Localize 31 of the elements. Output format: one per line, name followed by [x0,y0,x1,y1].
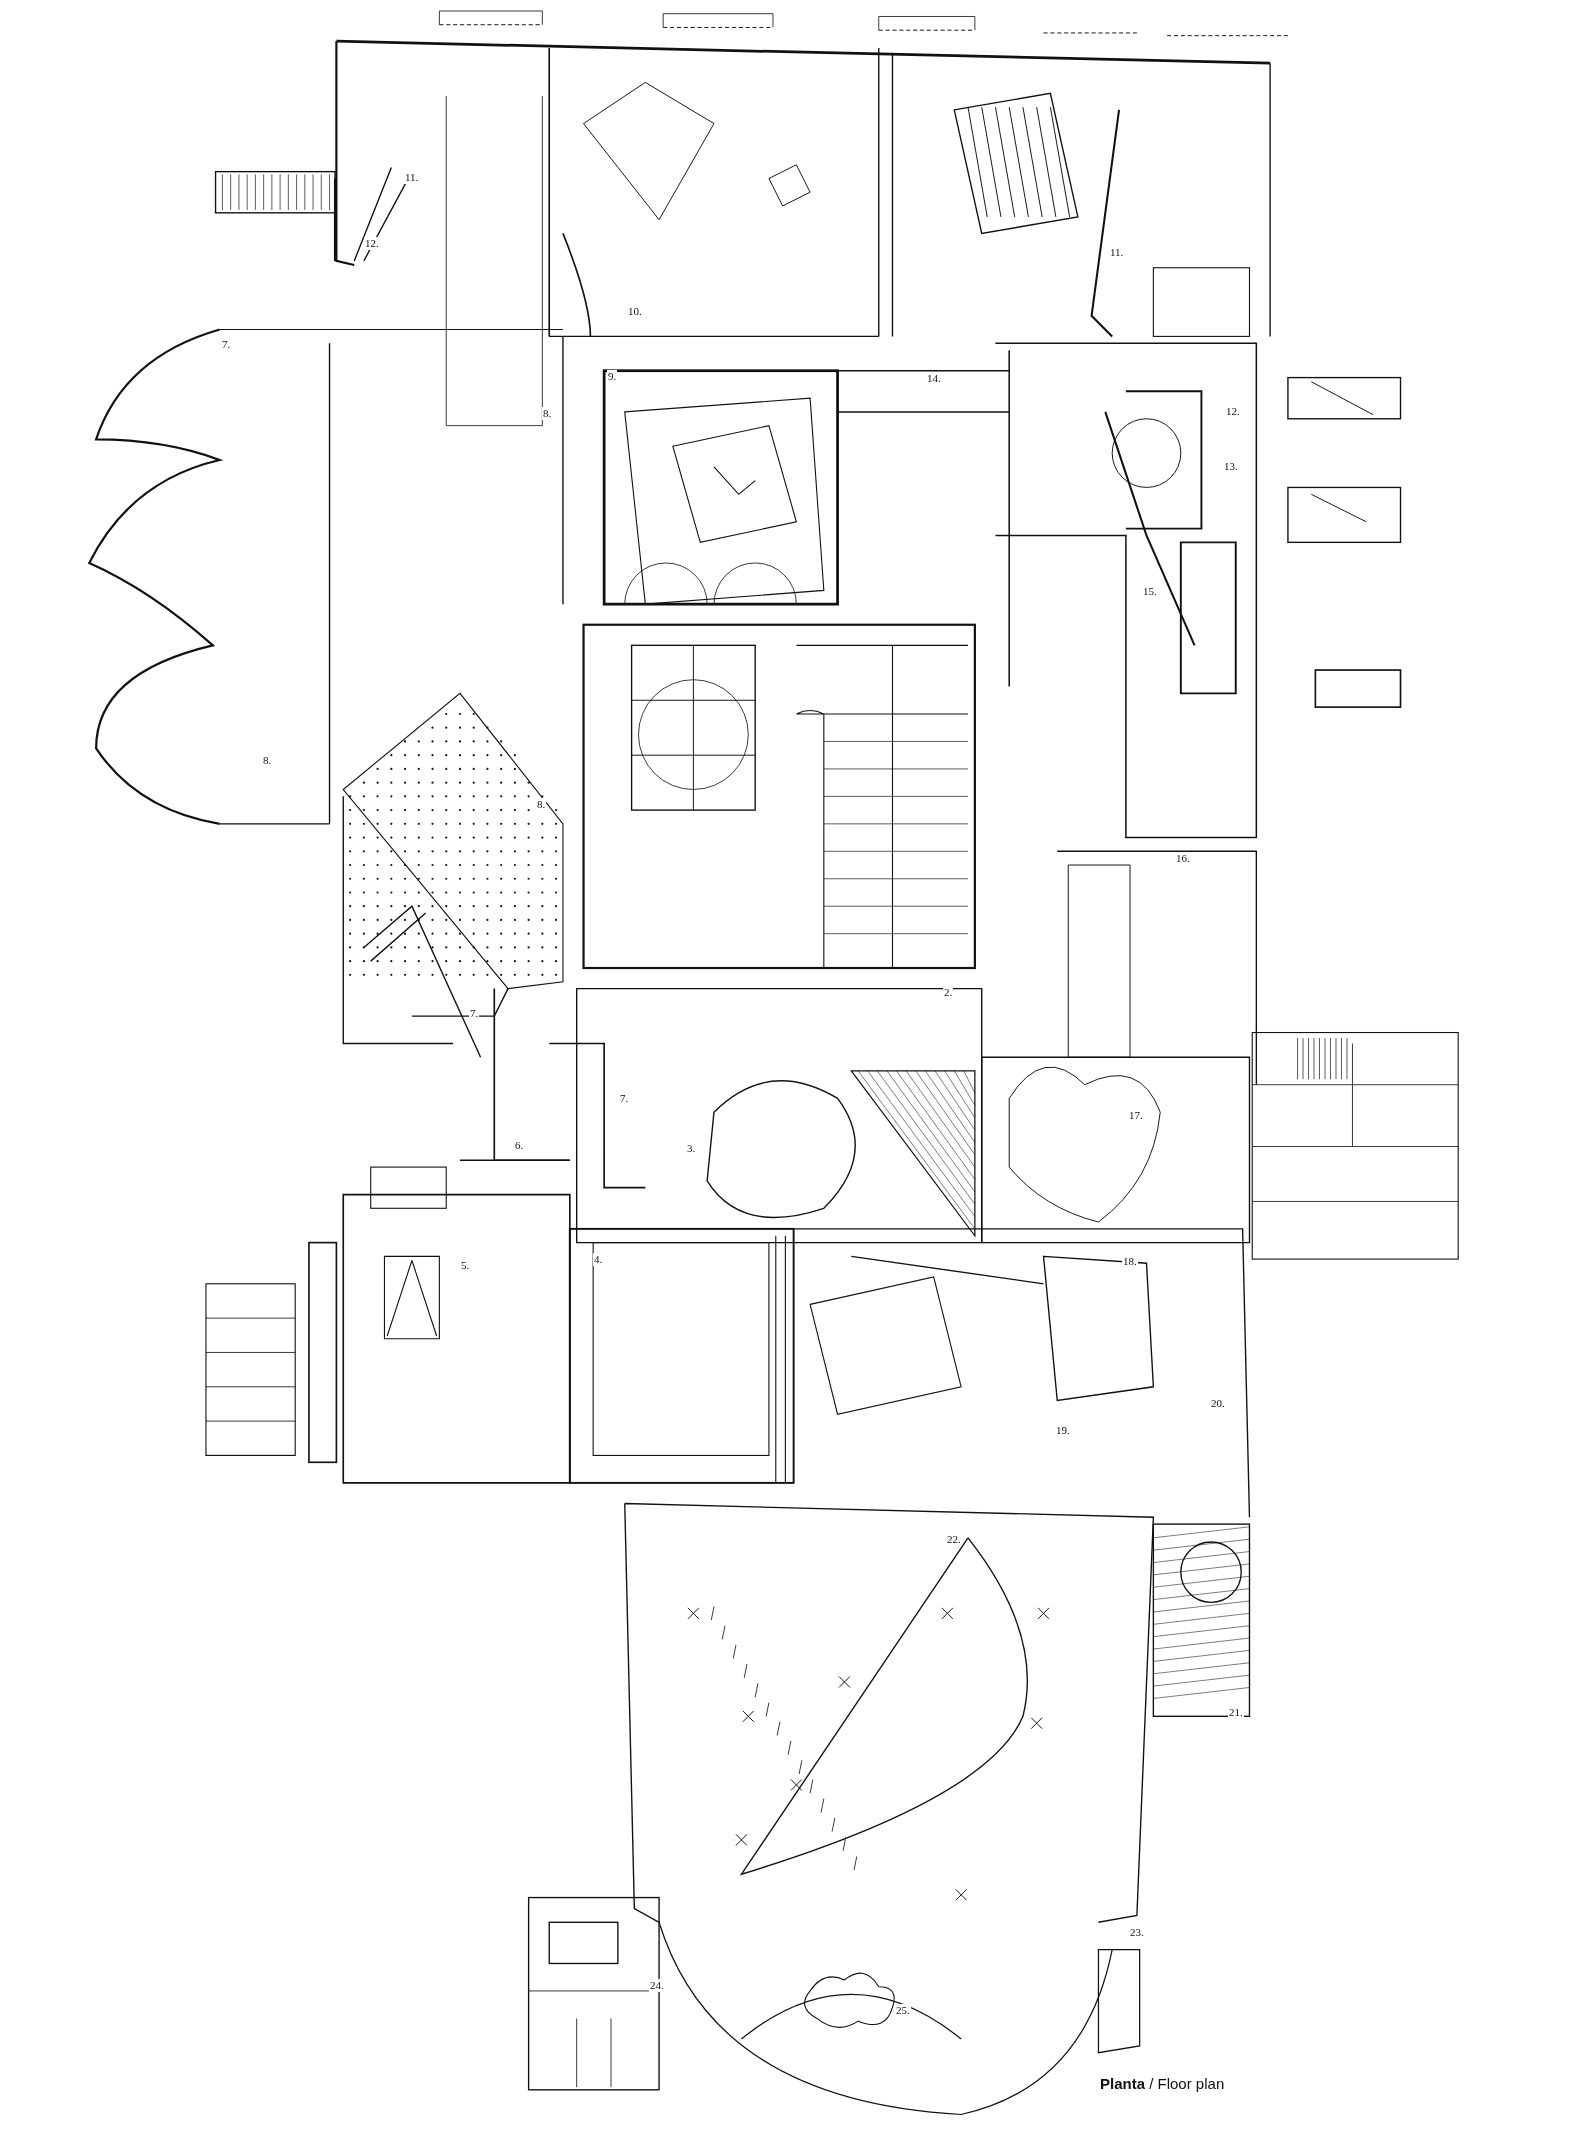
room-number: 8. [262,754,273,767]
room-number: 8. [542,407,553,420]
room-number: 10. [627,305,643,318]
room-number: 22. [946,1533,962,1546]
room-number: 7. [619,1092,630,1105]
room-number: 24. [649,1979,665,1992]
room-number: 8. [536,798,547,811]
room-number: 23. [1129,1926,1145,1939]
room-number: 20. [1210,1397,1226,1410]
room-number: 3. [686,1142,697,1155]
room-number: 15. [1142,585,1158,598]
room-number: 25. [895,2004,911,2017]
room-number: 14. [926,372,942,385]
room-number: 12. [364,237,380,250]
room-number: 13. [1223,460,1239,473]
room-number: 16. [1175,852,1191,865]
room-number: 17. [1128,1109,1144,1122]
room-number: 6. [514,1139,525,1152]
room-number: 5. [460,1259,471,1272]
room-number: 2. [943,986,954,999]
room-number: 11. [1109,246,1125,259]
caption: Planta / Floor plan [1100,2075,1225,2093]
room-number: 12. [1225,405,1241,418]
room-number: 21. [1228,1706,1244,1719]
room-number: 7. [469,1007,480,1020]
room-number: 7. [221,338,232,351]
room-number: 4. [593,1253,604,1266]
room-number: 11. [404,171,420,184]
room-number: 19. [1055,1424,1071,1437]
room-number: 18. [1122,1255,1138,1268]
room-number: 9. [607,370,618,383]
